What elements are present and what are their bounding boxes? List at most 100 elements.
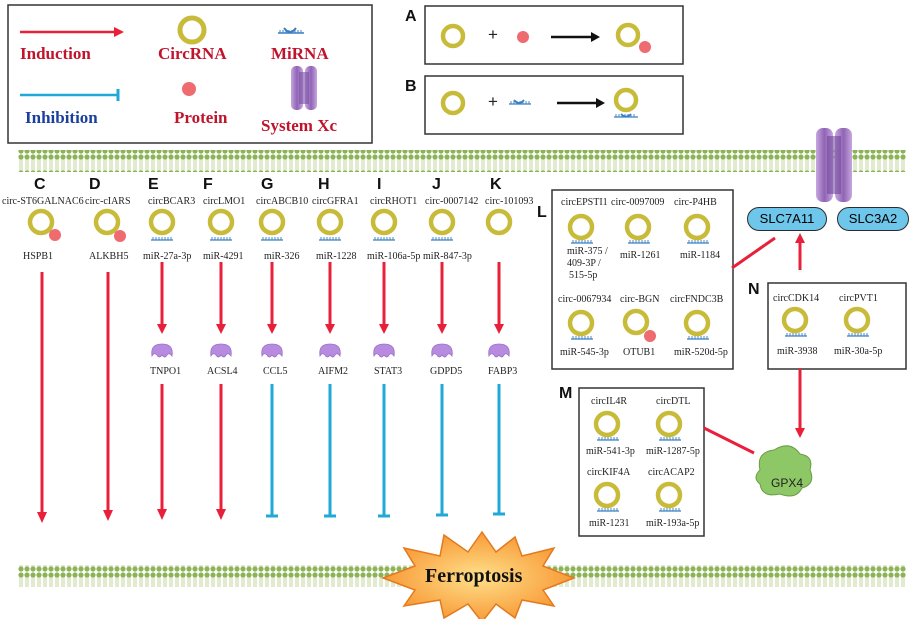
panel-c-letter: C xyxy=(34,176,46,193)
induction-arrow-head xyxy=(157,509,167,520)
circrna-icon xyxy=(316,208,344,236)
panel-c-circ-label: circ-ST6GALNAC6 xyxy=(2,196,84,207)
black-arrow-icon xyxy=(551,32,600,42)
panel-j-mirna-label: miR-847-3p xyxy=(423,251,472,262)
panel-f-mirna-label: miR-4291 xyxy=(203,251,244,262)
panel-j-protein-label: GDPD5 xyxy=(430,366,463,377)
induction-arrow xyxy=(103,272,113,521)
protein-icon xyxy=(49,229,61,241)
legend-system-xc-label: System Xc xyxy=(261,116,338,135)
mirna-icon xyxy=(262,237,282,240)
panel-m-letter: M xyxy=(559,385,573,402)
circrna-icon xyxy=(624,213,652,241)
circrna-icon xyxy=(567,309,595,337)
protein-legend-icon xyxy=(182,82,196,96)
induction-arrow-icon xyxy=(20,27,124,37)
panel-f-circ-label: circLMO1 xyxy=(203,196,246,207)
panel-g-protein-label: CCL5 xyxy=(263,366,288,377)
panel-m-circ-label: circIL4R xyxy=(591,396,628,407)
panel-i-protein-label: STAT3 xyxy=(374,366,403,377)
panel-j-circ-label: circ-0007142 xyxy=(425,196,479,207)
panel-m-box xyxy=(578,387,705,537)
ferroptosis-label: Ferroptosis xyxy=(425,565,523,587)
circrna-icon xyxy=(258,208,286,236)
mirna-icon xyxy=(659,437,681,441)
panel-h-circ-label: circGFRA1 xyxy=(312,196,359,207)
circrna-icon xyxy=(440,23,466,49)
mirna-icon xyxy=(659,508,681,512)
circrna-icon xyxy=(485,208,513,236)
protein-icon xyxy=(644,330,656,342)
mirna-icon xyxy=(509,99,531,105)
circrna-icon xyxy=(655,481,683,509)
circrna-icon xyxy=(93,208,121,236)
legend-protein-label: Protein xyxy=(174,108,228,127)
circrna-icon xyxy=(613,87,639,113)
mirna-icon xyxy=(432,237,452,240)
panel-d-circ-label: circ-cIARS xyxy=(85,196,131,207)
circrna-icon xyxy=(593,481,621,509)
panel-l-mirna-label: miR-1261 xyxy=(620,250,661,261)
mirna-icon xyxy=(628,240,650,244)
mirna-icon xyxy=(320,237,340,240)
protein-shape-icon xyxy=(373,343,395,358)
panel-l-target-label: OTUB1 xyxy=(623,347,656,358)
panel-l-mirna-label: 515-5p xyxy=(569,270,598,281)
circrna-icon xyxy=(655,410,683,438)
circrna-icon xyxy=(683,309,711,337)
induction-arrow-head xyxy=(216,324,226,334)
mirna-icon xyxy=(571,336,593,340)
mirna-icon xyxy=(597,437,619,441)
panel-m-mirna-label: miR-193a-5p xyxy=(646,518,700,529)
panel-l-circ-label: circ-0097009 xyxy=(611,197,665,208)
panel-l-circ-label: circ-0067934 xyxy=(558,294,612,305)
protein-shape-icon xyxy=(431,343,453,358)
mirna-icon xyxy=(687,240,709,244)
protein-shape-icon xyxy=(261,343,283,358)
panel-l-letter: L xyxy=(537,204,547,221)
induction-arrow-head xyxy=(157,324,167,334)
panel-l-mirna-label: miR-545-3p xyxy=(560,347,609,358)
mirna-icon xyxy=(211,237,231,240)
slc3a2-pill: SLC3A2 xyxy=(837,207,909,231)
legend-inhibition-label: Inhibition xyxy=(25,108,98,127)
induction-arrow-head xyxy=(216,509,226,520)
circrna-icon xyxy=(428,208,456,236)
protein-shape-icon xyxy=(210,343,232,358)
legend-induction-label: Induction xyxy=(20,44,91,63)
panel-b-plus: + xyxy=(488,92,498,111)
panel-e-mirna-label: miR-27a-3p xyxy=(143,251,192,262)
panel-i-circ-label: circRHOT1 xyxy=(370,196,418,207)
mirna-legend-icon xyxy=(278,27,304,34)
mirna-icon xyxy=(374,237,394,240)
induction-arrow xyxy=(731,236,776,270)
system-xc-legend-icon xyxy=(291,66,317,110)
mirna-icon xyxy=(597,508,619,512)
protein-icon xyxy=(517,31,529,43)
circrna-icon xyxy=(207,208,235,236)
panel-n-circ-label: circPVT1 xyxy=(839,293,878,304)
circrna-icon xyxy=(622,308,650,336)
circrna-icon xyxy=(370,208,398,236)
protein-icon xyxy=(639,41,651,53)
panel-h-letter: H xyxy=(318,176,330,193)
circrna-icon xyxy=(148,208,176,236)
circrna-icon xyxy=(781,306,809,334)
panel-e-circ-label: circBCAR3 xyxy=(148,196,196,207)
panel-a-letter: A xyxy=(405,8,417,25)
mirna-icon xyxy=(785,333,807,337)
induction-arrow-head xyxy=(379,324,389,334)
panel-j-letter: J xyxy=(432,176,441,193)
panel-n-mirna-label: miR-30a-5p xyxy=(834,346,883,357)
panel-l-circ-label: circ-BGN xyxy=(620,294,660,305)
panel-f-protein-label: ACSL4 xyxy=(207,366,238,377)
induction-arrow-head xyxy=(437,324,447,334)
mirna-icon xyxy=(571,240,593,244)
system-xc-transporter-icon xyxy=(816,128,852,202)
black-arrow-icon xyxy=(557,98,605,108)
circrna-icon xyxy=(683,213,711,241)
panel-l-mirna-label: miR-375 / xyxy=(567,246,608,257)
induction-arrow-head xyxy=(267,324,277,334)
panel-d-target-label: ALKBH5 xyxy=(89,251,129,262)
